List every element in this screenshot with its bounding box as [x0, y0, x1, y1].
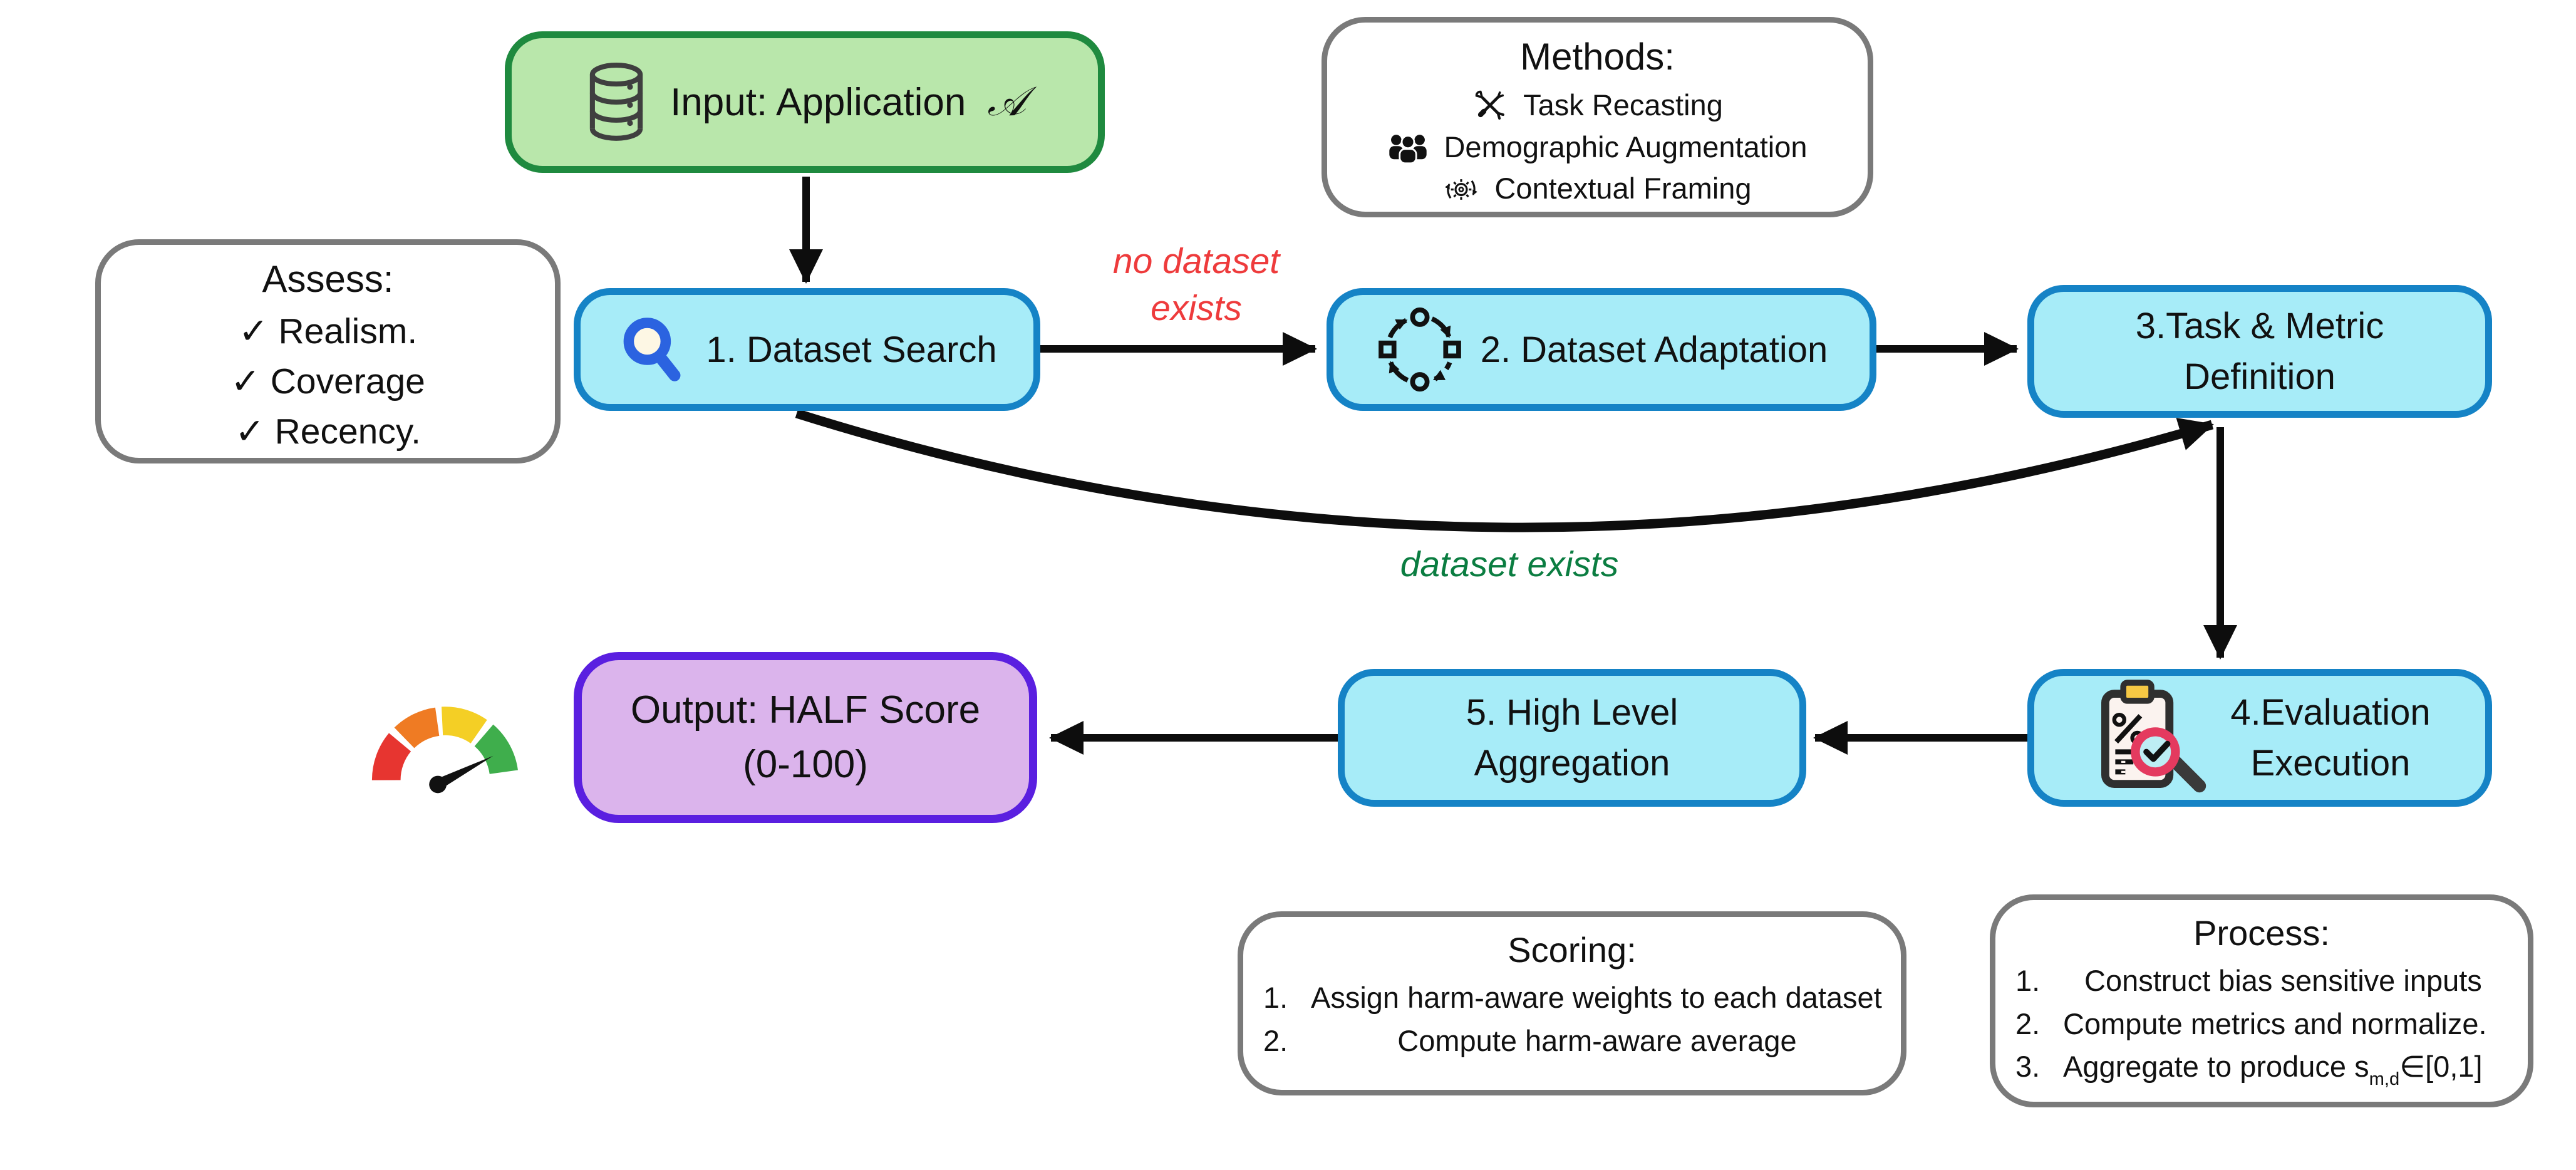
- node-dataset-search-label: 1. Dataset Search: [706, 329, 997, 370]
- list-number: 2.: [2015, 1007, 2041, 1040]
- process-formula-pre: Aggregate to produce s: [2063, 1050, 2369, 1084]
- database-icon: [584, 62, 649, 142]
- people-icon: [1387, 130, 1429, 165]
- assess-item-coverage: ✓ Coverage: [230, 361, 425, 401]
- methods-title: Methods:: [1520, 36, 1675, 78]
- process-item-2: 2. Compute metrics and normalize.: [2013, 1003, 2510, 1046]
- note-scoring: Scoring: 1. Assign harm-aware weights to…: [1238, 911, 1906, 1095]
- gear-refresh-icon: [1443, 171, 1479, 207]
- list-text: Compute metrics and normalize.: [2063, 1007, 2487, 1040]
- methods-item-label: Task Recasting: [1523, 88, 1723, 122]
- node-input-application: Input: Application 𝒜: [505, 31, 1105, 173]
- process-item-3: 3. Aggregate to produce sm,d∈[0,1]: [2013, 1045, 2510, 1093]
- list-number: 3.: [2015, 1050, 2041, 1084]
- edge-label-dataset-exists: dataset exists: [1400, 544, 1619, 584]
- node-task-metric-definition: 3.Task & Metric Definition: [2027, 285, 2492, 418]
- methods-item-label: Contextual Framing: [1494, 172, 1752, 205]
- list-text: Aggregate to produce sm,d∈[0,1]: [2063, 1045, 2510, 1093]
- list-text: Construct bias sensitive inputs: [2084, 964, 2482, 997]
- node-output-line1: Output: HALF Score: [630, 688, 981, 732]
- methods-item-demographic-augmentation: Demographic Augmentation: [1345, 127, 1850, 168]
- node-execution-line2: Execution: [2250, 743, 2411, 784]
- node-output-line2: (0-100): [743, 742, 868, 786]
- process-item-1: 1. Construct bias sensitive inputs: [2013, 960, 2510, 1003]
- assess-item-realism: ✓ Realism.: [238, 311, 418, 351]
- list-text: Compute harm-aware average: [1397, 1023, 1797, 1057]
- node-dataset-search: 1. Dataset Search: [574, 288, 1040, 411]
- node-task-metric-line2: Definition: [2184, 356, 2335, 397]
- tools-icon: [1472, 87, 1508, 123]
- scoring-title: Scoring:: [1508, 930, 1637, 970]
- arrow-dataset-exists-curve: [795, 408, 2214, 532]
- edge-label-line: exists: [1151, 288, 1242, 329]
- list-number: 1.: [2015, 964, 2041, 997]
- clipboard-check-icon: [2089, 678, 2214, 798]
- note-methods: Methods: Task Recasting: [1322, 17, 1873, 217]
- search-icon: [617, 313, 691, 386]
- process-formula-post: ∈[0,1]: [2399, 1050, 2483, 1084]
- list-text: Assign harm-aware weights to each datase…: [1311, 981, 1882, 1014]
- methods-item-task-recasting: Task Recasting: [1345, 85, 1850, 127]
- assess-item-recency: ✓ Recency.: [235, 411, 421, 452]
- node-execution-line1: 4.Evaluation: [2230, 691, 2431, 733]
- cycle-icon: [1375, 305, 1464, 394]
- node-dataset-adaptation: 2. Dataset Adaptation: [1327, 288, 1876, 411]
- node-task-metric-line1: 3.Task & Metric: [2135, 305, 2384, 346]
- node-evaluation-execution: 4.Evaluation Execution: [2027, 669, 2492, 807]
- methods-item-contextual-framing: Contextual Framing: [1345, 168, 1850, 210]
- methods-item-label: Demographic Augmentation: [1444, 130, 1808, 163]
- gauge-icon: [365, 677, 532, 805]
- node-output-half-score: Output: HALF Score (0-100): [574, 652, 1037, 823]
- list-number: 1.: [1263, 981, 1288, 1014]
- list-number: 2.: [1263, 1023, 1288, 1057]
- note-assess: Assess: ✓ Realism. ✓ Coverage ✓ Recency.: [95, 239, 561, 463]
- edge-label-no-dataset-exists: no dataset exists: [1062, 238, 1331, 332]
- node-high-level-aggregation: 5. High Level Aggregation: [1338, 669, 1806, 807]
- scoring-item-2: 2. Compute harm-aware average: [1261, 1020, 1883, 1063]
- scoring-item-1: 1. Assign harm-aware weights to each dat…: [1261, 976, 1883, 1020]
- application-symbol: 𝒜: [987, 78, 1026, 125]
- node-aggregation-line1: 5. High Level: [1466, 691, 1679, 733]
- process-title: Process:: [2193, 913, 2330, 953]
- note-process: Process: 1. Construct bias sensitive inp…: [1990, 894, 2533, 1107]
- edge-label-line: no dataset: [1112, 241, 1280, 281]
- node-dataset-adaptation-label: 2. Dataset Adaptation: [1480, 329, 1828, 370]
- node-input-label: Input: Application: [670, 80, 966, 124]
- node-aggregation-line2: Aggregation: [1474, 743, 1670, 784]
- process-formula-subscript: m,d: [2369, 1069, 2400, 1090]
- assess-title: Assess:: [262, 258, 394, 300]
